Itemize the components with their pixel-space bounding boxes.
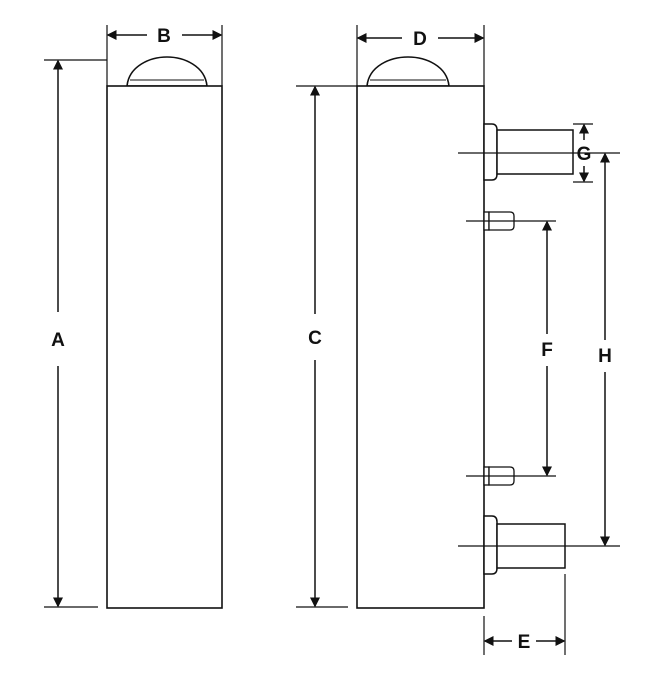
front-cylinder-body (106, 85, 223, 609)
dimension-h: H (598, 152, 612, 547)
front-view (106, 56, 223, 609)
dimension-h-label: H (598, 346, 612, 367)
top-port-fitting (483, 123, 574, 181)
dimension-c: C (296, 85, 357, 608)
bottom-port-collar (483, 515, 498, 575)
dimension-b: B (106, 25, 223, 86)
dimension-b-label: B (157, 26, 171, 47)
side-cylinder-body (356, 85, 485, 609)
bottom-port-fitting (483, 515, 566, 575)
dimension-a: A (44, 59, 107, 608)
dimension-c-label: C (308, 328, 322, 349)
side-plunger-cap (366, 56, 450, 87)
front-plunger-cap (126, 56, 208, 87)
dimension-g: G (573, 123, 593, 183)
top-port-thread (496, 129, 574, 175)
dimension-e: E (483, 574, 566, 655)
dimension-e-label: E (518, 632, 531, 653)
dimension-d-label: D (413, 29, 427, 50)
top-port-collar (483, 123, 498, 181)
dimension-g-label: G (577, 144, 592, 165)
side-view (356, 56, 574, 609)
dimension-f-label: F (541, 340, 553, 361)
dimension-a-label: A (51, 330, 65, 351)
dimension-d: D (356, 25, 485, 86)
dimension-f: F (541, 220, 553, 477)
